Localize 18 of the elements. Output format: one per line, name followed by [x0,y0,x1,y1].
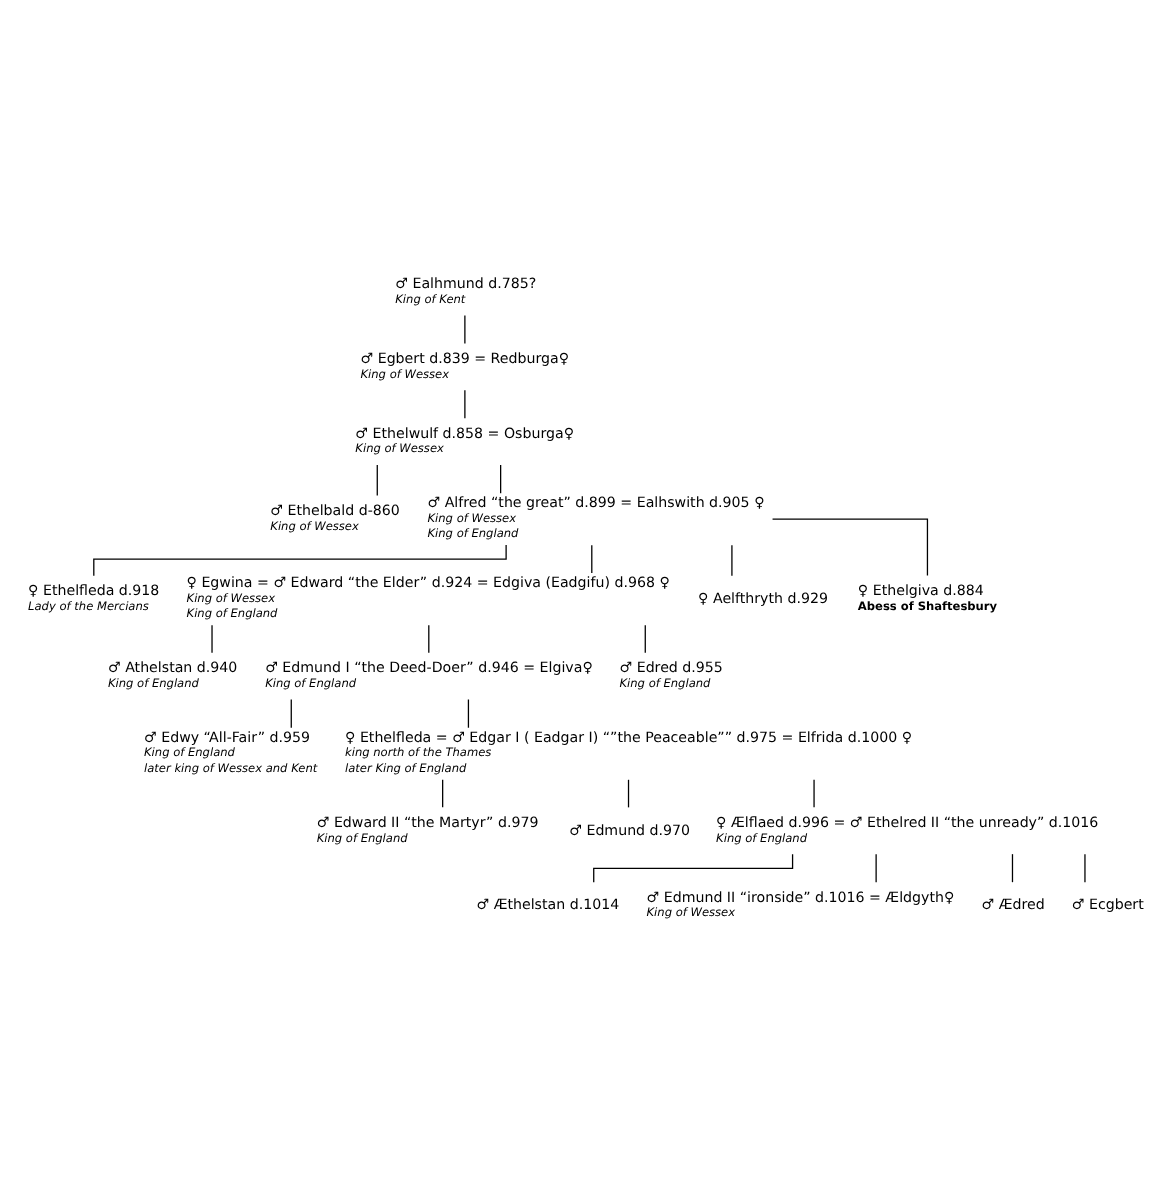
connector [875,853,877,883]
connector [644,624,646,654]
connector [771,518,929,577]
connector [464,389,466,419]
connector [290,698,292,729]
connector [591,544,593,574]
connector [731,544,733,577]
connector [464,314,466,345]
connector [500,464,502,494]
connector [813,779,815,808]
connector [442,779,444,808]
connector [467,698,470,729]
connector [376,464,378,497]
connector [1084,853,1086,883]
connector [211,624,213,654]
connector [627,779,630,808]
connector [428,624,430,654]
connector [1011,853,1014,883]
